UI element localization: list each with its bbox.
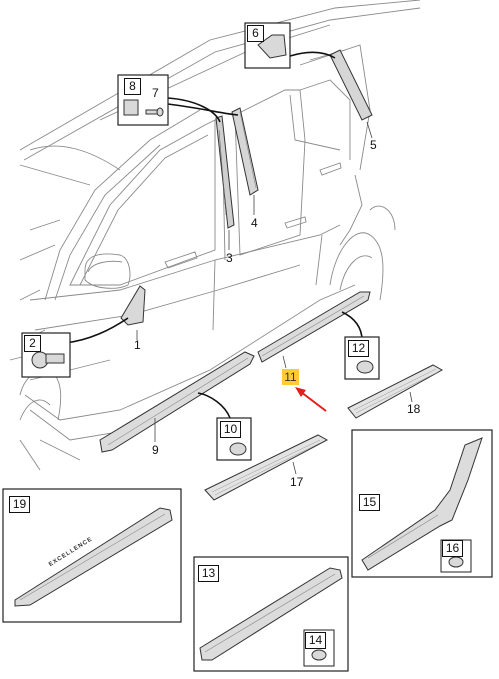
callout-5: 5 [370,138,377,152]
callout-16: 16 [442,540,463,557]
callout-1: 1 [134,338,141,352]
callout-17: 17 [290,475,304,489]
panel-19 [2,488,182,623]
callout-8: 8 [124,78,141,95]
callout-7: 7 [152,86,159,100]
callout-19: 19 [9,496,30,513]
callout-9: 9 [152,443,159,457]
callout-18: 18 [407,402,421,416]
part-17-sill-plate [204,434,329,501]
part-3-pillar-trim [215,115,235,229]
part-11-door-moulding [257,291,371,363]
callout-13: 13 [198,565,219,582]
callout-10: 10 [220,421,241,438]
part-5-rear-trim [329,49,373,121]
part-4-pillar-trim [231,107,259,196]
callout-11-highlighted: 11 [282,369,299,385]
part-18-sill-plate [347,364,444,419]
callout-6: 6 [247,25,264,42]
callout-2: 2 [24,335,41,352]
callout-3: 3 [226,251,233,265]
callout-14: 14 [305,632,326,649]
callout-4: 4 [251,216,258,230]
callout-box-8 [117,74,169,126]
callout-15: 15 [359,494,380,511]
highlight-arrow [295,387,327,412]
thin-leader-lines [136,121,413,475]
part-9-door-moulding [99,351,255,453]
callout-box-6 [244,22,291,69]
part-1-trim [120,285,146,326]
panel-13 [193,556,349,672]
callout-12: 12 [348,340,369,357]
